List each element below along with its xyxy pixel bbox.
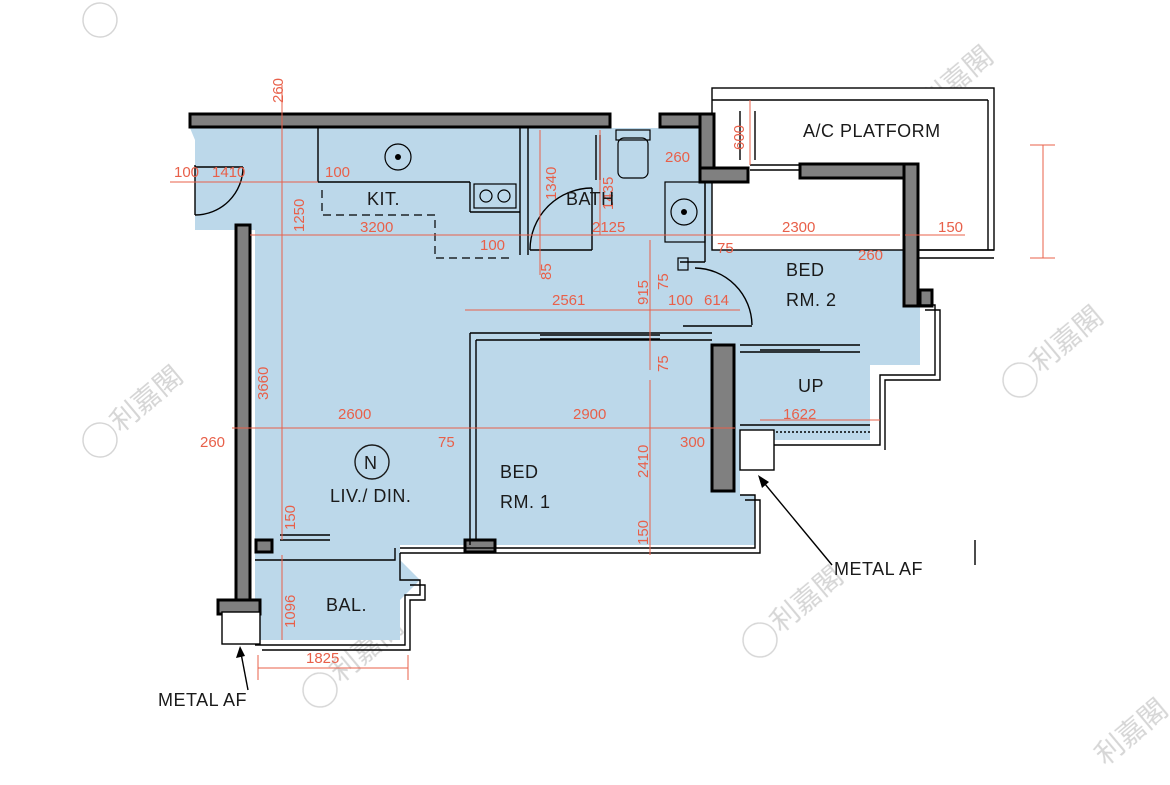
dim-260-liv: 260 — [200, 434, 225, 451]
north-label: N — [364, 453, 378, 473]
dim-3200: 3200 — [360, 219, 393, 236]
room-labels: KIT. BATH BED RM. 2 UP A/C PLATFORM BED … — [158, 121, 941, 710]
dim-2600: 2600 — [338, 406, 371, 423]
room-label-up: UP — [798, 376, 824, 396]
dim-260-bed2: 260 — [858, 247, 883, 264]
watermark — [82, 2, 118, 38]
room-label-bed1-line1: BED — [500, 462, 539, 482]
dim-2125: 2125 — [592, 219, 625, 236]
room-label-living-dining: LIV./ DIN. — [330, 486, 411, 506]
interior-lines — [194, 99, 994, 651]
metal-af-right-label: METAL AF — [834, 559, 923, 579]
dim-1096: 1096 — [282, 595, 299, 628]
dim-150-b: 150 — [635, 520, 652, 545]
wall-left — [234, 223, 252, 605]
dim-75-d: 75 — [438, 434, 455, 451]
dim-1825: 1825 — [306, 650, 339, 667]
dim-600: 600 — [731, 125, 748, 150]
wall-bed2-stub — [918, 288, 934, 308]
wall-bed1-right — [710, 343, 736, 493]
dim-100-kit: 100 — [325, 164, 350, 181]
dim-150-ac: 150 — [938, 219, 963, 236]
room-label-bed2-line1: BED — [786, 260, 825, 280]
wall-bed1-bottom — [463, 538, 497, 554]
dim-2900: 2900 — [573, 406, 606, 423]
watermark: 利嘉閣 — [1089, 693, 1170, 772]
dim-1622: 1622 — [783, 406, 816, 423]
svg-text:利嘉閣: 利嘉閣 — [104, 360, 189, 439]
walls — [188, 112, 934, 616]
wall-top-left — [188, 112, 612, 129]
dim-100-b: 100 — [668, 292, 693, 309]
dim-915: 915 — [635, 280, 652, 305]
watermark: 利嘉閣 — [82, 360, 189, 458]
wall-bal-stub — [254, 538, 274, 554]
wall-bath-bottom — [698, 166, 750, 184]
dim-3660: 3660 — [255, 367, 272, 400]
dim-1340: 1340 — [543, 167, 560, 200]
room-label-ac-platform: A/C PLATFORM — [803, 121, 941, 141]
dim-100-left: 100 — [174, 164, 199, 181]
dimension-lines — [170, 85, 1055, 680]
dim-2300: 2300 — [782, 219, 815, 236]
dim-75-b: 75 — [655, 273, 672, 290]
room-label-bed1-line2: RM. 1 — [500, 492, 551, 512]
dim-1435: 1435 — [600, 177, 617, 210]
wall-bed2-top — [798, 162, 920, 180]
room-label-bath: BATH — [566, 189, 615, 209]
dim-2561: 2561 — [552, 292, 585, 309]
dim-75-c: 75 — [655, 355, 672, 372]
dim-75-a: 75 — [717, 240, 734, 257]
callout-arrows — [236, 475, 833, 691]
north-icon — [354, 444, 390, 480]
balcony-floor — [255, 548, 420, 640]
room-label-balcony: BAL. — [326, 595, 367, 615]
dim-100-mid: 100 — [480, 237, 505, 254]
dim-614: 614 — [704, 292, 729, 309]
dim-260-bath: 260 — [665, 149, 690, 166]
dim-1410: 1410 — [212, 164, 245, 181]
dim-300: 300 — [680, 434, 705, 451]
svg-text:利嘉閣: 利嘉閣 — [1024, 300, 1109, 379]
dim-2410: 2410 — [635, 445, 652, 478]
watermark: 利嘉閣 — [1002, 300, 1109, 398]
dimension-labels: 260 100 1410 100 1250 3200 1340 1435 212… — [174, 78, 963, 667]
svg-text:利嘉閣: 利嘉閣 — [1089, 693, 1170, 772]
dim-260-top: 260 — [270, 78, 287, 103]
dim-1250: 1250 — [291, 199, 308, 232]
room-label-bed2-line2: RM. 2 — [786, 290, 837, 310]
dim-85: 85 — [538, 263, 555, 280]
room-label-kitchen: KIT. — [367, 189, 400, 209]
metal-af-left-label: METAL AF — [158, 690, 247, 710]
dim-150-a: 150 — [282, 505, 299, 530]
